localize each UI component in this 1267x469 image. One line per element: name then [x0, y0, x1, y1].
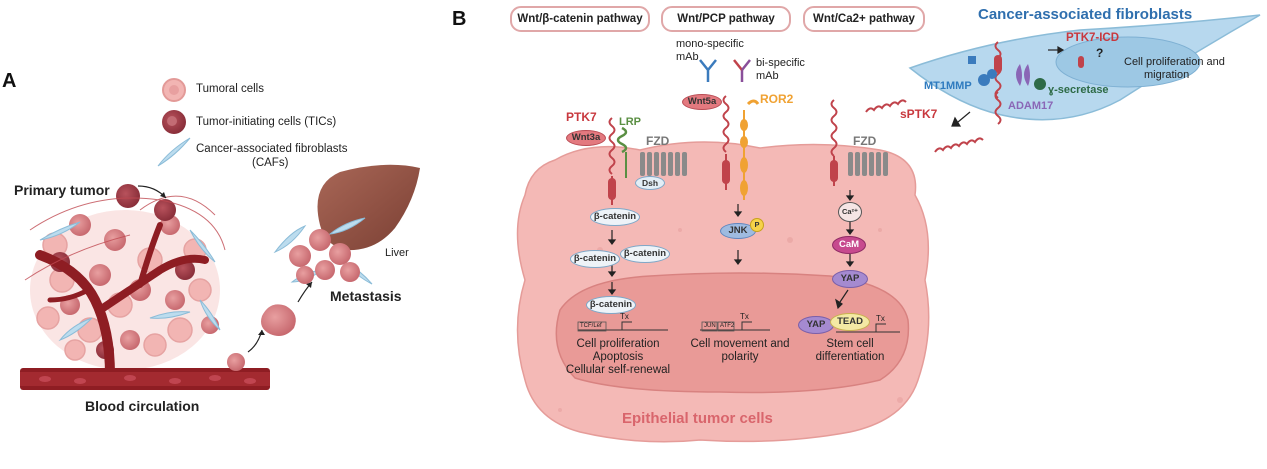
caf-outcome-line2: migration [1144, 69, 1190, 81]
mono-mab-label: mAb [676, 51, 699, 63]
ror2-receptor [740, 99, 760, 200]
metastasis-label: Metastasis [330, 288, 402, 304]
cleaved-ptk7 [934, 91, 1002, 153]
panel-b-label: B [452, 8, 467, 30]
ptk7-receptor-1 [608, 117, 616, 205]
tcf-lef-label: TCF/Lef [580, 323, 602, 329]
tead-factor: TEAD [830, 313, 870, 331]
epithelial-cell-body [516, 141, 930, 443]
primary-tumor-label: Primary tumor [14, 182, 110, 198]
migrating-cell [261, 304, 296, 336]
beta-catenin-4: β-catenin [586, 296, 636, 314]
tx-label-3: Tx [876, 314, 885, 323]
ptk7-receptor-2 [722, 95, 730, 190]
wnt5a-ligand: Wnt5a [682, 94, 722, 110]
outcome-1-line1: Cell proliferation [576, 338, 660, 350]
dsh-protein: Dsh [635, 176, 665, 190]
epithelial-tumor-cells-label: Epithelial tumor cells [622, 410, 773, 427]
legend-tics: Tumor-initiating cells (TICs) [196, 116, 337, 128]
outcome-3-line2: differentiation [815, 351, 885, 363]
blood-circulation-label: Blood circulation [85, 398, 200, 414]
outcome-1-line3: Cellular self-renewal [565, 364, 671, 376]
outcome-2-line1: Cell movement and [690, 338, 790, 350]
yap-nucleus: YAP [798, 316, 834, 334]
nucleus [555, 272, 910, 394]
ptk7-icd-label: PTK7-ICD [1066, 32, 1120, 44]
wnt3a-ligand: Wnt3a [566, 130, 606, 146]
bi-specific-label: bi-specific [756, 57, 805, 69]
bi-specific-mab-icon [733, 59, 751, 82]
mono-specific-mab-icon [699, 59, 717, 82]
fzd-receptor-1 [640, 152, 687, 176]
metastasis-nodule [273, 217, 373, 285]
pathway-arrows [607, 190, 855, 310]
caf-cell-icon [157, 137, 191, 167]
outcome-3-line1: Stem cell [826, 338, 874, 350]
calcium-ion: Ca²⁺ [838, 202, 862, 222]
pathway-pill-pcp: Wnt/PCP pathway [661, 6, 791, 32]
calmodulin: CaM [832, 236, 866, 254]
outcome-2-line2: polarity [721, 351, 759, 363]
adam17-label: ADAM17 [1008, 100, 1054, 112]
ptk7-receptor-3 [830, 99, 838, 186]
liver-organ [317, 164, 420, 251]
fzd-label-2: FZD [853, 134, 877, 148]
sptk7-label: sPTK7 [900, 107, 938, 121]
beta-catenin-3: β-catenin [620, 245, 670, 263]
beta-catenin-1: β-catenin [590, 208, 640, 226]
legend-cafs-line2: (CAFs) [252, 157, 289, 169]
mono-specific-label: mono-specific [676, 38, 744, 50]
phospho-marker: P [750, 218, 764, 232]
yap-cytoplasm: YAP [832, 270, 868, 288]
liver-label: Liver [385, 247, 409, 259]
mt1mmp-label: MT1MMP [924, 80, 972, 92]
fzd-receptor-2 [848, 152, 888, 176]
lrp-label: LRP [619, 116, 641, 128]
ror2-label: ROR2 [760, 92, 794, 106]
pathway-pill-ca2: Wnt/Ca2+ pathway [803, 6, 925, 32]
tx-label-2: Tx [740, 312, 749, 321]
outcome-1-line2: Apoptosis [592, 351, 644, 363]
tic-cell-icon [162, 110, 186, 134]
primary-tumor-mass [24, 184, 226, 380]
beta-catenin-2: β-catenin [570, 250, 620, 268]
lrp-receptor [616, 126, 628, 178]
legend-cafs-line1: Cancer-associated fibroblasts [196, 143, 348, 155]
atf2-label: ATF2 [720, 323, 735, 329]
pathway-pill-beta-catenin: Wnt/β-catenin pathway [510, 6, 650, 32]
question-mark: ? [1096, 46, 1104, 60]
gamma-secretase-label: ɣ-secretase [1048, 84, 1109, 96]
panel-a-label: A [2, 70, 17, 92]
caf-arrows [951, 45, 1065, 127]
caf-title: Cancer-associated fibroblasts [978, 6, 1193, 23]
bi-mab-label: mAb [756, 70, 779, 82]
blood-vessel [20, 353, 270, 390]
ptk7-label: PTK7 [566, 110, 597, 124]
tx-label-1: Tx [620, 312, 629, 321]
fzd-label-1: FZD [646, 134, 670, 148]
dna-promoters [578, 321, 900, 333]
tumoral-cell-icon [162, 78, 186, 102]
legend-tumoral-cells: Tumoral cells [196, 83, 264, 95]
jun-label: JUN [704, 323, 716, 329]
caf-outcome-line1: Cell proliferation and [1124, 56, 1225, 68]
sptk7-fragment [865, 99, 907, 113]
